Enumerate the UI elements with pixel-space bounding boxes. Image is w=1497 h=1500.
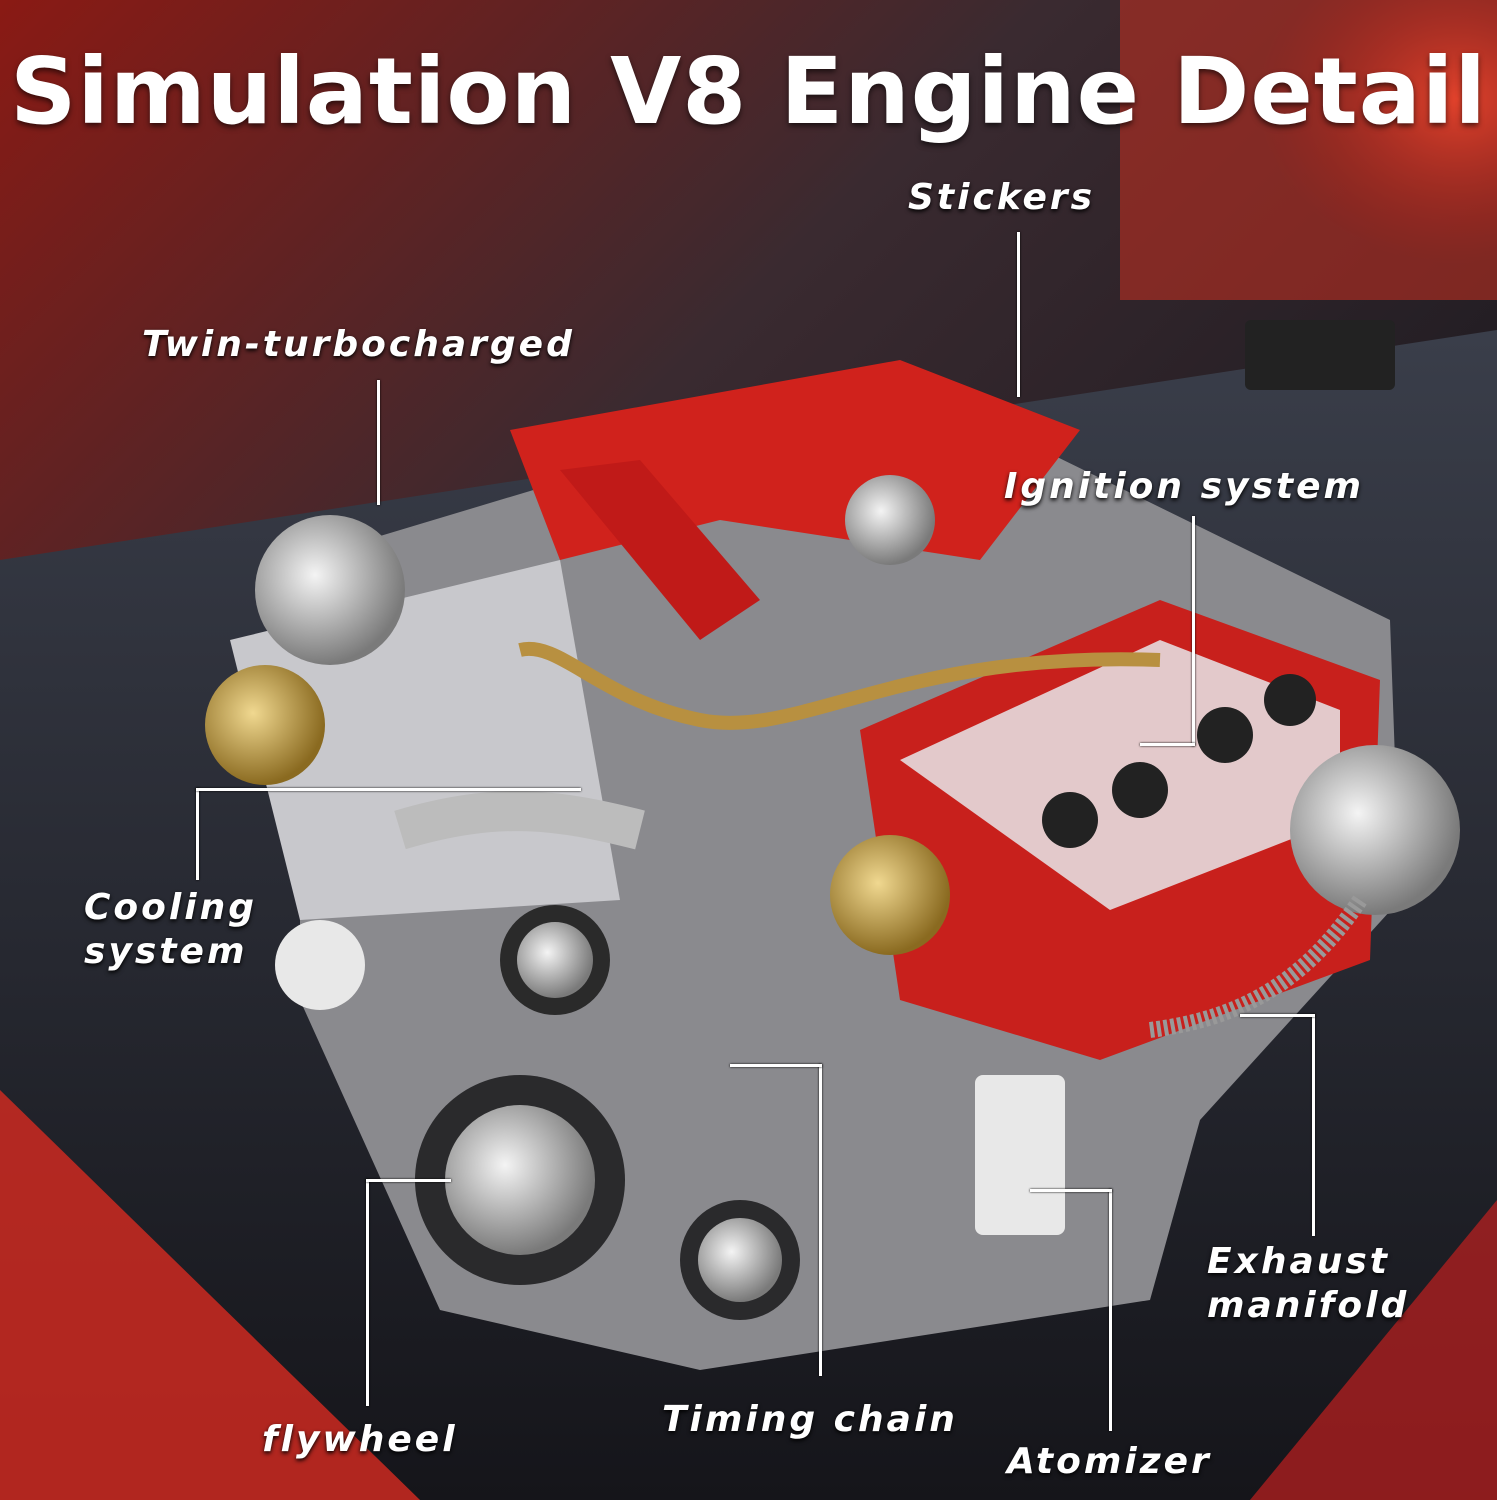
label-cooling: Cooling xyxy=(84,887,257,928)
leader-line-stickers xyxy=(1017,232,1020,397)
label-atomizer: Atomizer xyxy=(1007,1441,1212,1482)
label-cooling-2: system xyxy=(84,931,248,972)
leader-line-cooling-h xyxy=(196,788,581,791)
label-timing-chain: Timing chain xyxy=(662,1399,958,1440)
leader-line-exhaust xyxy=(1312,1014,1315,1236)
page-title: Simulation V8 Engine Detail xyxy=(10,38,1487,145)
label-exhaust: Exhaust xyxy=(1207,1241,1390,1282)
leader-line-timing-h xyxy=(730,1064,822,1067)
leader-line-ignition-h xyxy=(1140,743,1195,746)
label-twin-turbocharged: Twin-turbocharged xyxy=(142,324,575,365)
leader-line-ignition xyxy=(1192,516,1195,746)
leader-line-atomizer-h xyxy=(1030,1189,1112,1192)
leader-line-cooling xyxy=(196,788,199,880)
label-exhaust-2: manifold xyxy=(1207,1285,1410,1326)
leader-line-exhaust-h xyxy=(1240,1014,1315,1017)
label-ignition-system: Ignition system xyxy=(1004,466,1365,507)
label-stickers: Stickers xyxy=(908,177,1096,218)
leader-line-flywheel xyxy=(366,1179,369,1406)
leader-line-flywheel-h xyxy=(366,1179,451,1182)
leader-line-twin-turbo xyxy=(377,380,380,505)
leader-line-timing xyxy=(819,1064,822,1376)
leader-line-atomizer xyxy=(1109,1189,1112,1431)
label-flywheel: flywheel xyxy=(262,1419,458,1460)
